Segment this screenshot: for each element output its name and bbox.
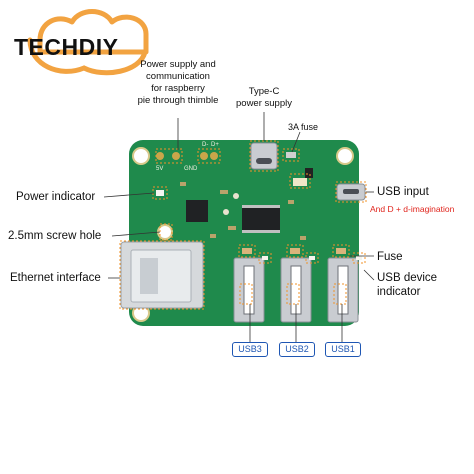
chip-1 xyxy=(186,200,208,222)
thimble-pins xyxy=(156,152,218,160)
label-usb-input: USB input xyxy=(377,186,429,198)
label-3a-fuse: 3A fuse xyxy=(288,122,319,132)
label-screw-hole: 2.5mm screw hole xyxy=(8,230,102,242)
typec-connector xyxy=(250,142,278,170)
silk-gnd: GND xyxy=(184,166,198,172)
silk-dm: D- xyxy=(202,142,209,148)
usb-ports xyxy=(233,257,359,323)
usb3-label: USB3 xyxy=(232,342,268,357)
chip-2 xyxy=(242,208,280,230)
label-ethernet: Ethernet interface xyxy=(10,272,101,284)
leader-lines xyxy=(103,112,375,342)
label-power-comm: Power supply and communication for raspb… xyxy=(137,59,219,106)
brand-name: TECHDIY xyxy=(14,34,119,60)
power-led xyxy=(156,190,164,196)
usb2-label: USB2 xyxy=(279,342,315,357)
label-typec: Type-C power supply xyxy=(236,86,292,109)
label-fuse: Fuse xyxy=(377,251,403,263)
label-power-indicator: Power indicator xyxy=(16,191,96,203)
silk-dp: D+ xyxy=(211,142,219,148)
label-usb-device-indicator: USB device indicator xyxy=(377,272,438,298)
label-usb-input-note: And D + d-imagination xyxy=(370,204,455,214)
usb1-label: USB1 xyxy=(325,342,361,357)
silk-5v: 5V xyxy=(156,166,164,172)
